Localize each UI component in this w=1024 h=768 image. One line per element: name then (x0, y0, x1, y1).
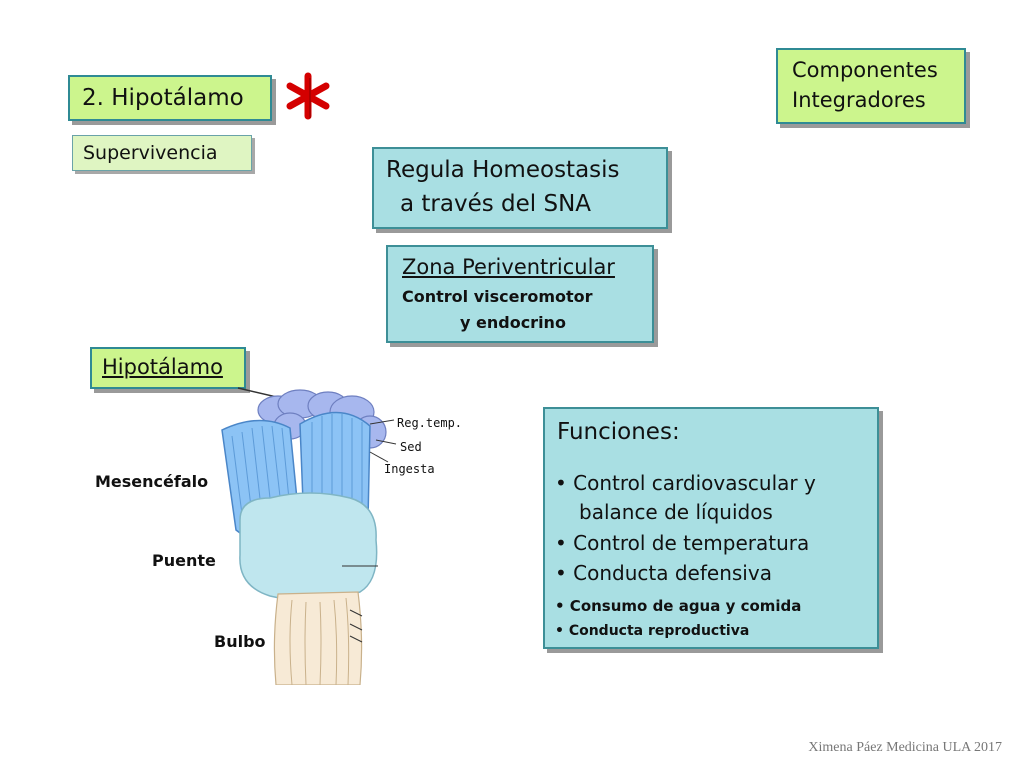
medulla (273, 591, 363, 685)
star-icon (278, 66, 338, 126)
footer-credit: Ximena Páez Medicina ULA 2017 (808, 740, 1002, 755)
label-mesencefalo: Mesencéfalo (95, 472, 209, 491)
funciones-item-4: • Consumo de agua y comida (555, 597, 802, 615)
funciones-item-1: • Control cardiovascular y (555, 471, 816, 495)
regula-box: Regula Homeostasis a través del SNA (372, 147, 668, 229)
label-puente: Puente (152, 551, 216, 570)
label-reg-temp: Reg.temp. (397, 416, 463, 430)
pons (239, 492, 378, 601)
slide-title: 2. Hipotálamo (82, 85, 244, 111)
funciones-item-2: • Control de temperatura (555, 531, 810, 555)
supervivencia-label: Supervivencia (83, 142, 218, 164)
funciones-item-5: • Conducta reproductiva (555, 623, 750, 639)
label-sed: Sed (400, 440, 422, 454)
zona-title: Zona Periventricular (402, 255, 615, 279)
regula-line1: Regula Homeostasis (386, 157, 620, 183)
funciones-item-1-cont: balance de líquidos (579, 500, 773, 524)
brainstem-illustration (221, 387, 397, 685)
componentes-box: Componentes Integradores (776, 48, 966, 124)
supervivencia-box: Supervivencia (72, 135, 252, 171)
componentes-line1: Componentes (792, 58, 938, 82)
zona-line1: Control visceromotor (402, 287, 593, 306)
zona-box: Zona Periventricular Control visceromoto… (386, 245, 654, 343)
label-bulbo: Bulbo (214, 632, 266, 651)
funciones-title: Funciones: (557, 419, 680, 445)
label-ingesta: Ingesta (384, 462, 435, 476)
title-box: 2. Hipotálamo (68, 75, 272, 121)
componentes-line2: Integradores (792, 88, 926, 112)
funciones-item-3: • Conducta defensiva (555, 561, 772, 585)
hipotalamo-label: Hipotálamo (102, 355, 223, 379)
zona-line2: y endocrino (460, 313, 566, 332)
regula-line2: a través del SNA (400, 191, 592, 217)
hipotalamo-box: Hipotálamo (90, 347, 246, 389)
funciones-box: Funciones: • Control cardiovascular y ba… (543, 407, 879, 649)
